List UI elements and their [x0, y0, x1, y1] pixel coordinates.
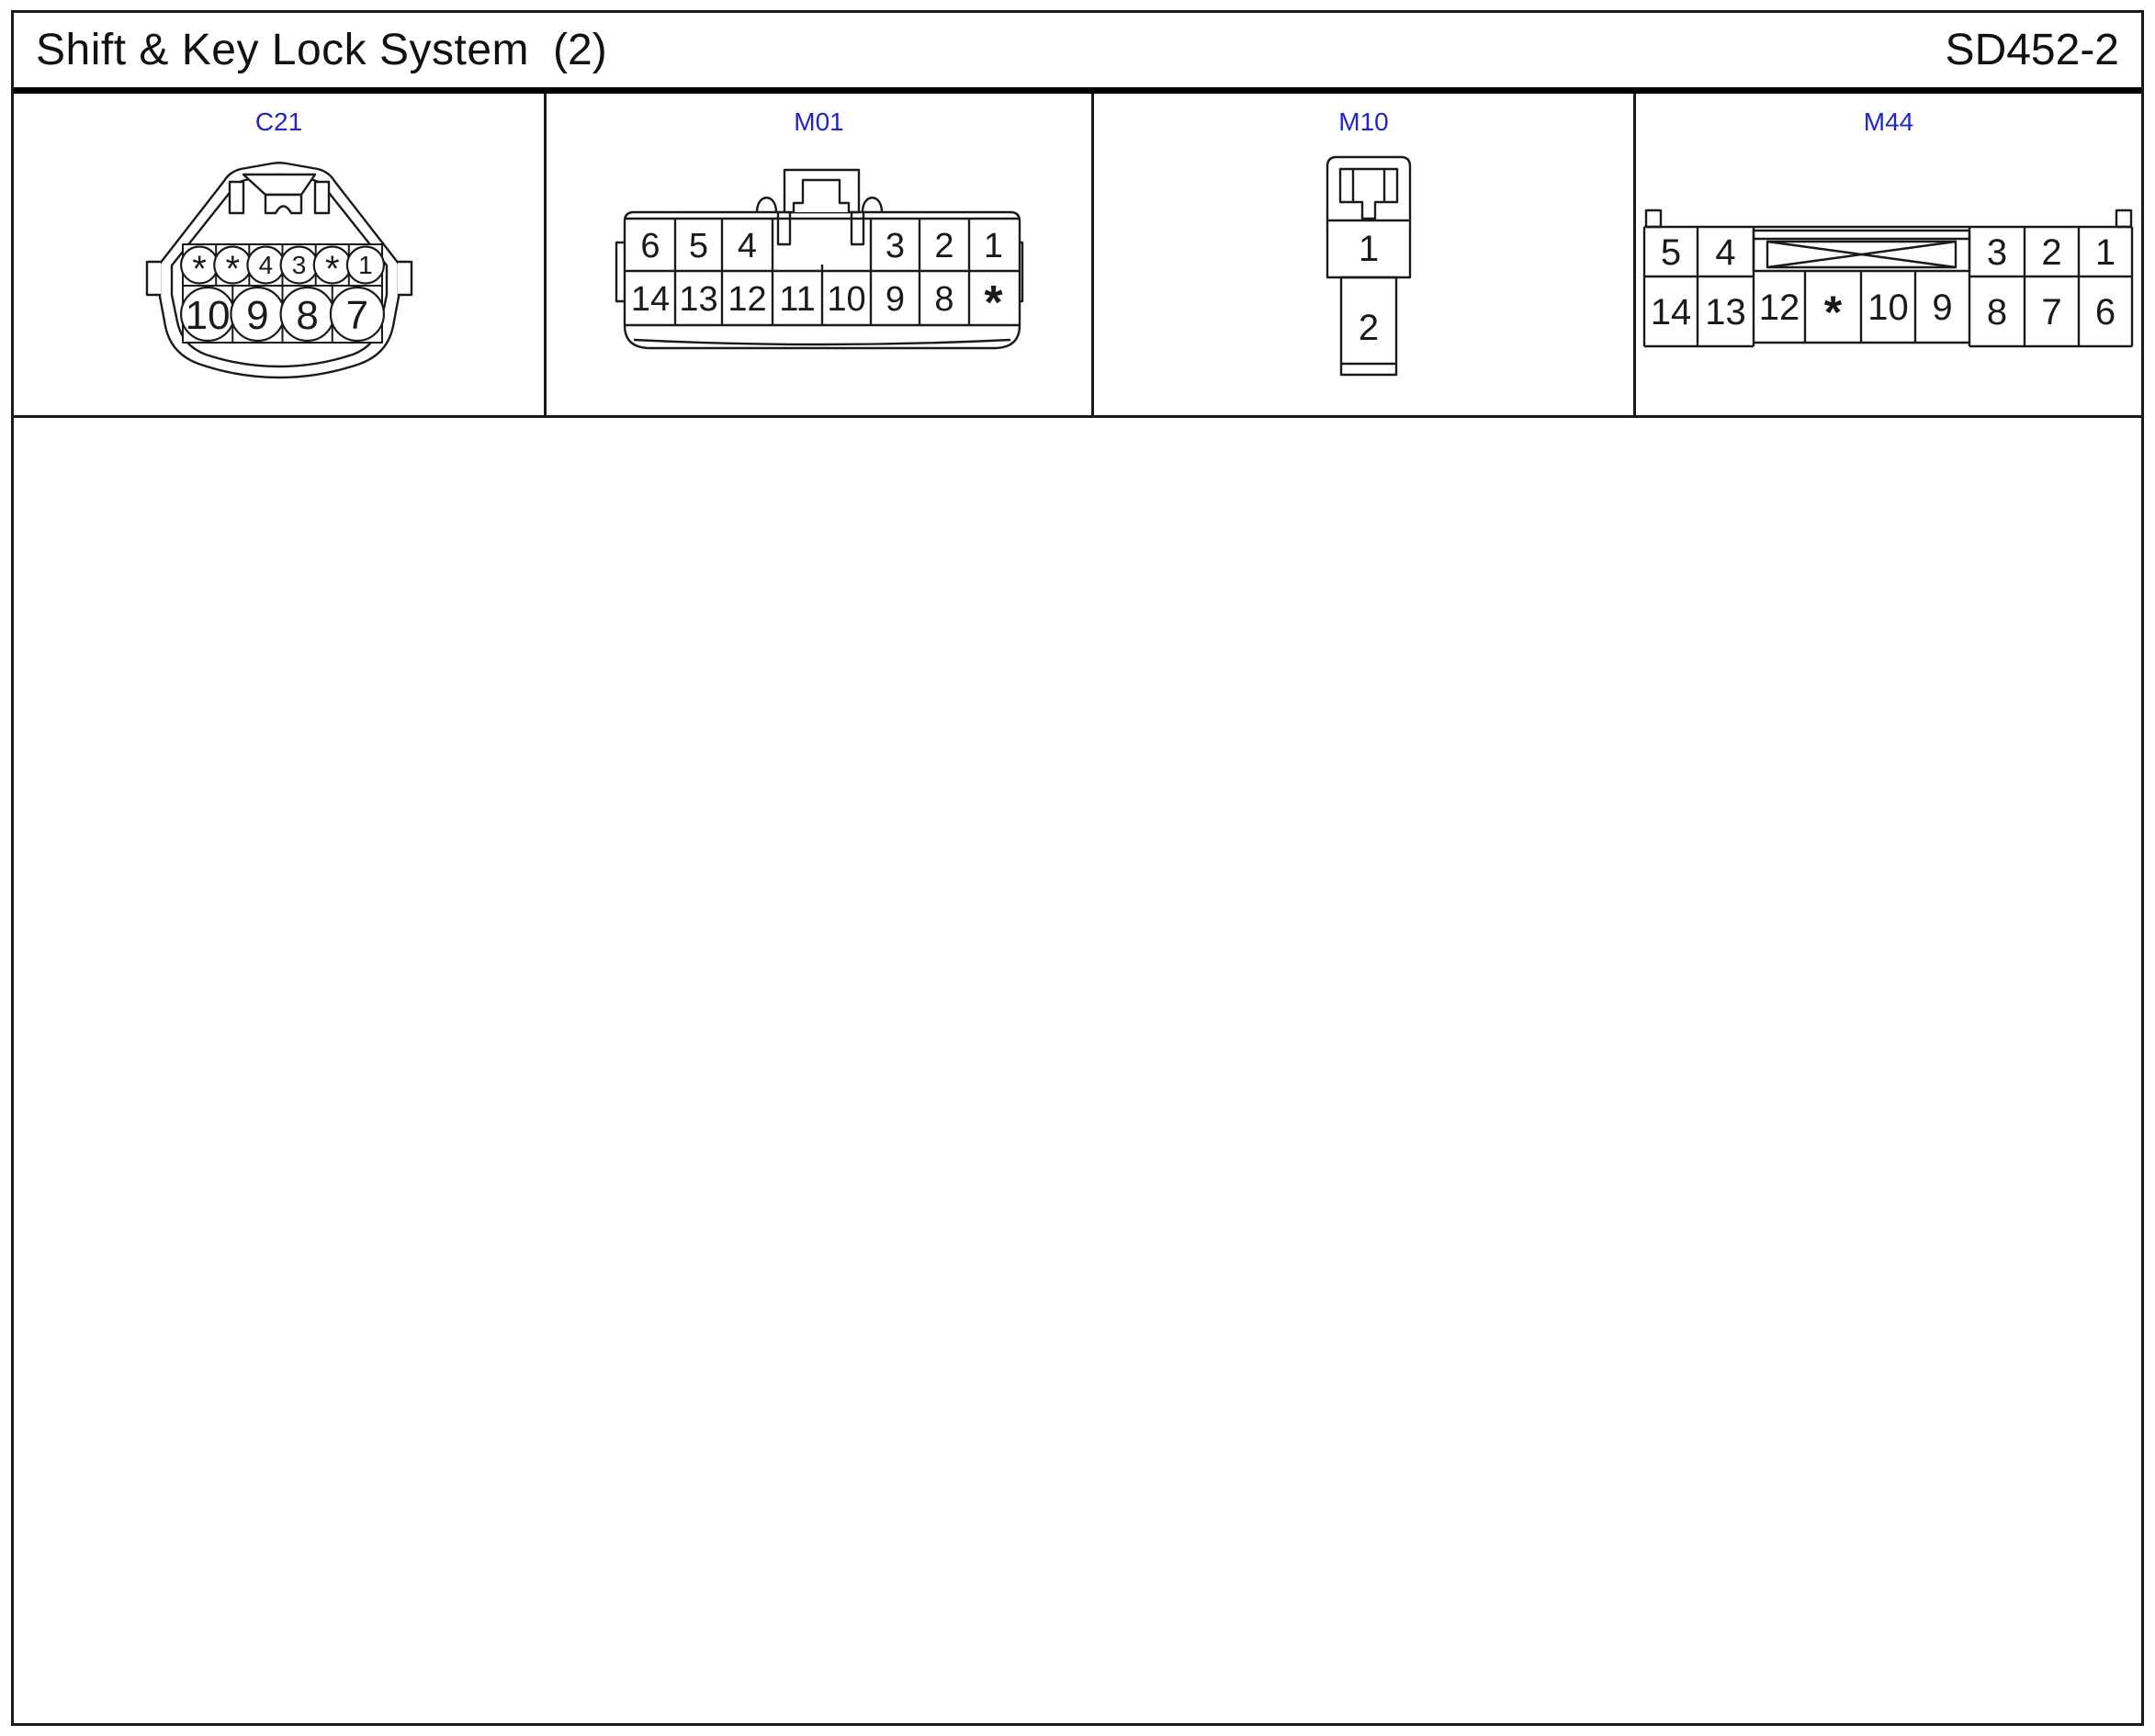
pin-label: 10	[1867, 287, 1909, 328]
pin-label: *	[1824, 287, 1843, 338]
pin-label: 6	[2095, 292, 2116, 333]
c21-pin-cavity	[329, 286, 385, 343]
pin-label: 9	[246, 293, 268, 338]
m10-pin2-cell	[1339, 276, 1397, 377]
m10-latch-slot-left	[1338, 167, 1354, 204]
m44-top-tab-right	[2115, 209, 2133, 229]
connector-label-m01: M01	[794, 107, 844, 136]
m01-latch-prong-left	[776, 212, 791, 246]
m10-latch-slot-right	[1382, 167, 1398, 204]
pin-label: 3	[1987, 232, 2007, 273]
pin-label: *	[984, 276, 1003, 330]
pin-label: 1	[983, 227, 1002, 265]
pin-label: 8	[934, 280, 953, 319]
pin-label: 4	[737, 227, 756, 265]
c21-right-wing	[397, 260, 412, 297]
page-title: Shift & Key Lock System	[36, 26, 530, 74]
c21-connector-diagram: * * 4 3 * 1 10 9 8 7	[145, 162, 412, 379]
c21-latch-arch	[264, 193, 302, 215]
c21-latch-slot-left	[228, 180, 244, 215]
c21-outer-outline	[158, 162, 400, 379]
pin-label: 8	[296, 293, 318, 338]
pin-label: 2	[2041, 232, 2061, 273]
pin-label: 9	[1932, 287, 1952, 328]
connector-panel-m44: M44	[1636, 94, 2141, 415]
c21-latch-trapezoid	[242, 173, 316, 197]
c21-pin-cavity	[345, 245, 385, 285]
diagram-page: Shift & Key Lock System (2) SD452-2 C21	[11, 10, 2144, 1726]
page-title-group: Shift & Key Lock System (2)	[36, 25, 607, 75]
connector-label-m44: M44	[1863, 107, 1914, 136]
pin-label: 12	[728, 280, 766, 319]
pin-label: 6	[640, 227, 660, 265]
m01-latch-prong-right	[850, 212, 864, 246]
pin-label: 13	[679, 280, 717, 319]
pin-label: 7	[345, 293, 367, 338]
m10-latch-housing	[1326, 155, 1411, 220]
pin-label: 8	[1987, 292, 2007, 333]
pin-label: *	[225, 249, 240, 289]
pin-label: 2	[934, 227, 953, 265]
pin-label: 2	[1358, 308, 1378, 348]
header-bar: Shift & Key Lock System (2) SD452-2	[14, 13, 2141, 94]
m01-hook-right	[861, 197, 883, 213]
m01-latch-tab	[792, 178, 850, 212]
m44-connector-diagram: 5 4 3 2 1 14 13 12 * 10 9 8 7 6	[1642, 209, 2134, 348]
pin-label: 13	[1705, 292, 1746, 333]
connector-label-c21: C21	[254, 107, 303, 136]
m01-bottom-curve	[633, 338, 1010, 346]
pin-label: 5	[1661, 232, 1681, 273]
c21-left-wing	[145, 260, 161, 297]
pin-label: 1	[358, 251, 373, 279]
pin-label: 10	[185, 293, 230, 338]
m10-connector-diagram: 1 2	[1326, 155, 1411, 377]
pin-label: 12	[1759, 287, 1800, 328]
diagram-empty-area	[14, 418, 2141, 1723]
connector-label-m10: M10	[1338, 107, 1389, 136]
pin-label: *	[324, 249, 339, 289]
connector-panel-c21: C21	[14, 94, 547, 415]
m01-connector-diagram: 6 5 4 3 2 1 14 13 12 11 10 9 8 *	[615, 168, 1023, 350]
pin-label: 14	[1651, 292, 1692, 333]
m10-latch-pedestal	[1352, 200, 1384, 220]
c21-latch-slot-right	[313, 180, 330, 215]
pin-label: 1	[1358, 229, 1378, 269]
pin-label: 5	[688, 227, 707, 265]
pin-label: *	[192, 249, 207, 289]
connector-panel-m10: M10 1 2	[1094, 94, 1636, 415]
pin-label: 10	[827, 280, 865, 319]
pin-label: 4	[1715, 232, 1735, 273]
m44-top-tab-left	[1644, 209, 1663, 229]
pin-label: 14	[630, 280, 669, 319]
pin-label: 1	[2095, 232, 2116, 273]
page-code: SD452-2	[1945, 26, 2119, 74]
pin-label: 11	[779, 280, 815, 319]
connector-strip: C21	[14, 94, 2141, 418]
pin-label: 3	[291, 251, 306, 279]
connector-panel-m01: M01	[547, 94, 1094, 415]
pin-label: 4	[258, 251, 273, 279]
pin-label: 7	[2041, 292, 2061, 333]
m01-hook-left	[755, 197, 777, 213]
pin-label: 3	[885, 227, 904, 265]
pin-label: 9	[885, 280, 904, 319]
page-number: (2)	[553, 26, 607, 74]
